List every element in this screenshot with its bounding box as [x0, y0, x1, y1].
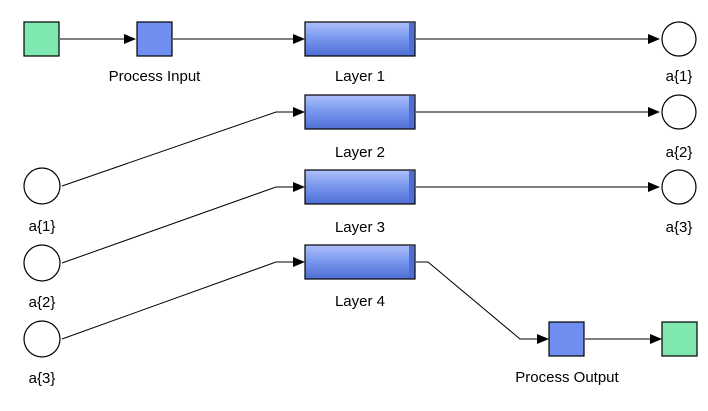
layer-1-label: Layer 1 — [335, 68, 385, 85]
input-a2-circle[interactable] — [23, 244, 61, 282]
input-a3[interactable]: a{3} — [23, 320, 61, 387]
layer-4-label: Layer 4 — [335, 293, 385, 310]
network-output-block[interactable] — [661, 321, 698, 357]
output-a3-circle[interactable] — [661, 169, 697, 205]
output-a1-circle[interactable] — [661, 21, 697, 57]
input-a1-label: a{1} — [29, 218, 56, 235]
layer-1-block[interactable]: Layer 1 — [304, 21, 416, 85]
process-output-block[interactable]: Process Output — [515, 321, 620, 386]
input-a3-label: a{3} — [29, 370, 56, 387]
network-input-block[interactable] — [23, 21, 60, 57]
output-a2-label: a{2} — [666, 144, 693, 161]
layer-1-box[interactable] — [304, 21, 416, 57]
wire-input-3-to-layer-4 — [61, 257, 305, 340]
layer-4-block[interactable]: Layer 4 — [304, 244, 416, 310]
output-a2[interactable]: a{2} — [661, 94, 697, 161]
layer-3-label: Layer 3 — [335, 219, 385, 236]
input-a3-circle[interactable] — [23, 320, 61, 358]
connection-lines — [60, 34, 662, 344]
layer-2-label: Layer 2 — [335, 144, 385, 161]
output-a3-label: a{3} — [666, 219, 693, 236]
process-input-block[interactable]: Process Input — [109, 21, 202, 85]
layer-4-box[interactable] — [304, 244, 416, 280]
input-a2-label: a{2} — [29, 294, 56, 311]
process-output-box[interactable] — [548, 321, 585, 357]
output-a1[interactable]: a{1} — [661, 21, 697, 85]
process-output-label: Process Output — [515, 369, 619, 386]
wire-layer-4-to-process-output — [416, 261, 549, 344]
layer-1-edge — [409, 23, 414, 55]
process-input-label: Process Input — [109, 68, 202, 85]
layer-2-box[interactable] — [304, 94, 416, 130]
output-a1-label: a{1} — [666, 68, 693, 85]
layer-3-box[interactable] — [304, 169, 416, 205]
layer-4-edge — [409, 246, 414, 278]
output-a3[interactable]: a{3} — [661, 169, 697, 236]
layer-3-block[interactable]: Layer 3 — [304, 169, 416, 236]
process-input-box[interactable] — [136, 21, 173, 57]
wire-input-2-to-layer-3 — [61, 182, 305, 264]
input-a2[interactable]: a{2} — [23, 244, 61, 311]
input-a1[interactable]: a{1} — [23, 167, 61, 235]
input-a1-circle[interactable] — [23, 167, 61, 205]
layer-2-edge — [409, 96, 414, 128]
layer-3-edge — [409, 171, 414, 203]
layer-2-block[interactable]: Layer 2 — [304, 94, 416, 161]
wire-input-1-to-layer-2 — [61, 107, 305, 187]
output-a2-circle[interactable] — [661, 94, 697, 130]
